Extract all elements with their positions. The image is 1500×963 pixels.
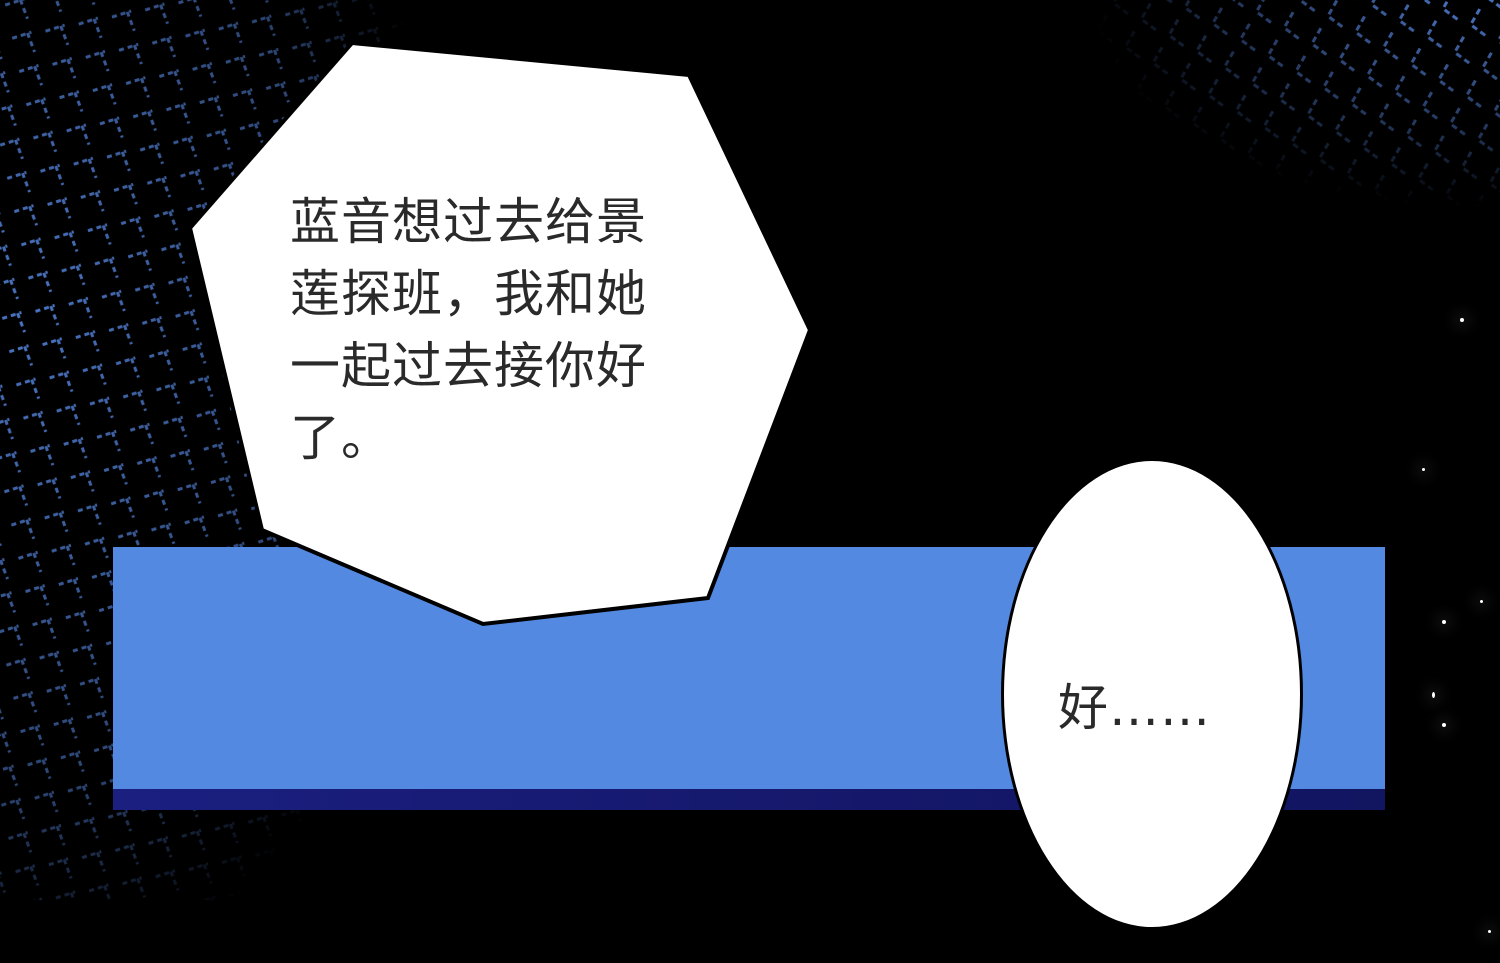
speech-bubble-2-text: 好…… (1058, 679, 1211, 737)
sparkle-star (1460, 318, 1464, 322)
sparkle-star (1442, 723, 1446, 727)
sparkle-star (1442, 620, 1446, 624)
sparkle-star (1488, 930, 1491, 933)
bubble-1-line: 一起过去接你好 (290, 337, 647, 395)
bubble-1-line: 了。 (290, 409, 392, 467)
speech-bubble-oval (1001, 458, 1303, 930)
bubble-1-line: 蓝音想过去给景 (290, 193, 647, 251)
bubble-1-line: 莲探班，我和她 (290, 265, 647, 323)
sparkle-star (1422, 468, 1425, 471)
sparkle-star (1432, 692, 1435, 698)
speech-bubble-1-text: 蓝音想过去给景 莲探班，我和她 一起过去接你好 了。 (290, 186, 710, 474)
sparkle-star (1480, 600, 1483, 603)
